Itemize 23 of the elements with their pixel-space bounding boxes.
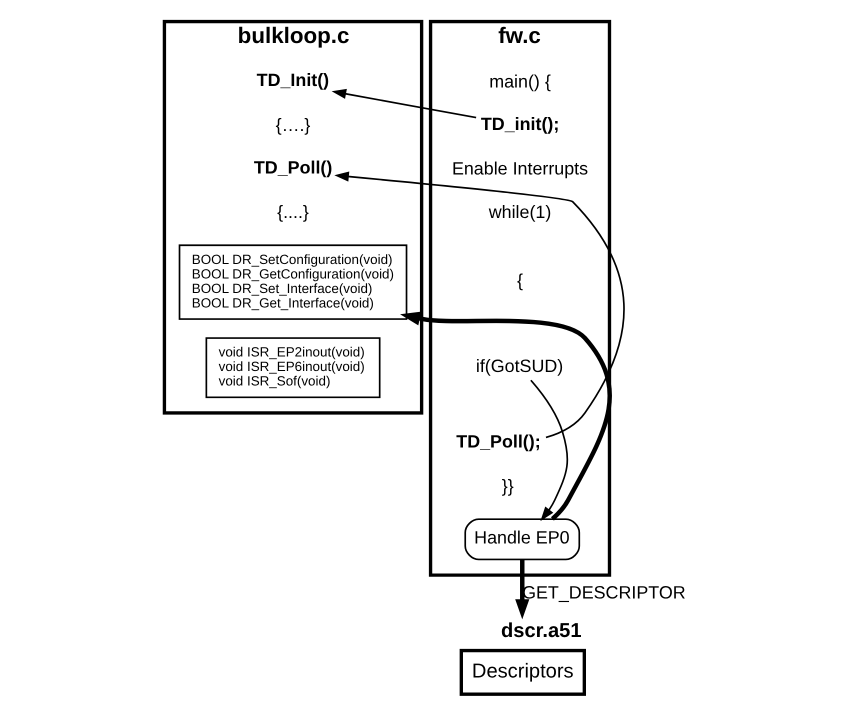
arrow	[530, 380, 568, 522]
arrow	[515, 559, 530, 620]
label: Enable Interrupts	[452, 158, 588, 179]
node-text: if(GotSUD)	[476, 356, 564, 376]
label: while(1)	[488, 202, 552, 222]
node-box: Descriptors	[460, 648, 586, 696]
node-text: TD_Poll();	[456, 431, 541, 452]
node-box: Handle EP0	[464, 518, 580, 560]
label: main() {	[489, 71, 551, 92]
label: {….}	[276, 114, 310, 135]
arrow	[332, 88, 476, 118]
node-text: TD_Init()	[256, 70, 330, 90]
node-box: BOOL DR_SetConfiguration(void) BOOL DR_GetConfiguration(void) BOOL DR_Set_Interface(void) BOOL DR_Get_Interface(void)	[178, 244, 408, 320]
arrow	[400, 312, 612, 521]
node-text: TD_Poll()	[254, 157, 332, 178]
label: {	[517, 270, 524, 290]
node-box: void ISR_EP2inout(void) void ISR_EP6inout(void) void ISR_Sof(void)	[206, 337, 381, 398]
label: }}	[502, 476, 514, 496]
node-text: TD_init();	[480, 114, 560, 134]
edge-label: GET_DESCRIPTOR	[522, 582, 686, 602]
arrow	[334, 172, 625, 438]
node-label: dscr.a51	[501, 620, 582, 642]
label: {....}	[277, 202, 309, 222]
